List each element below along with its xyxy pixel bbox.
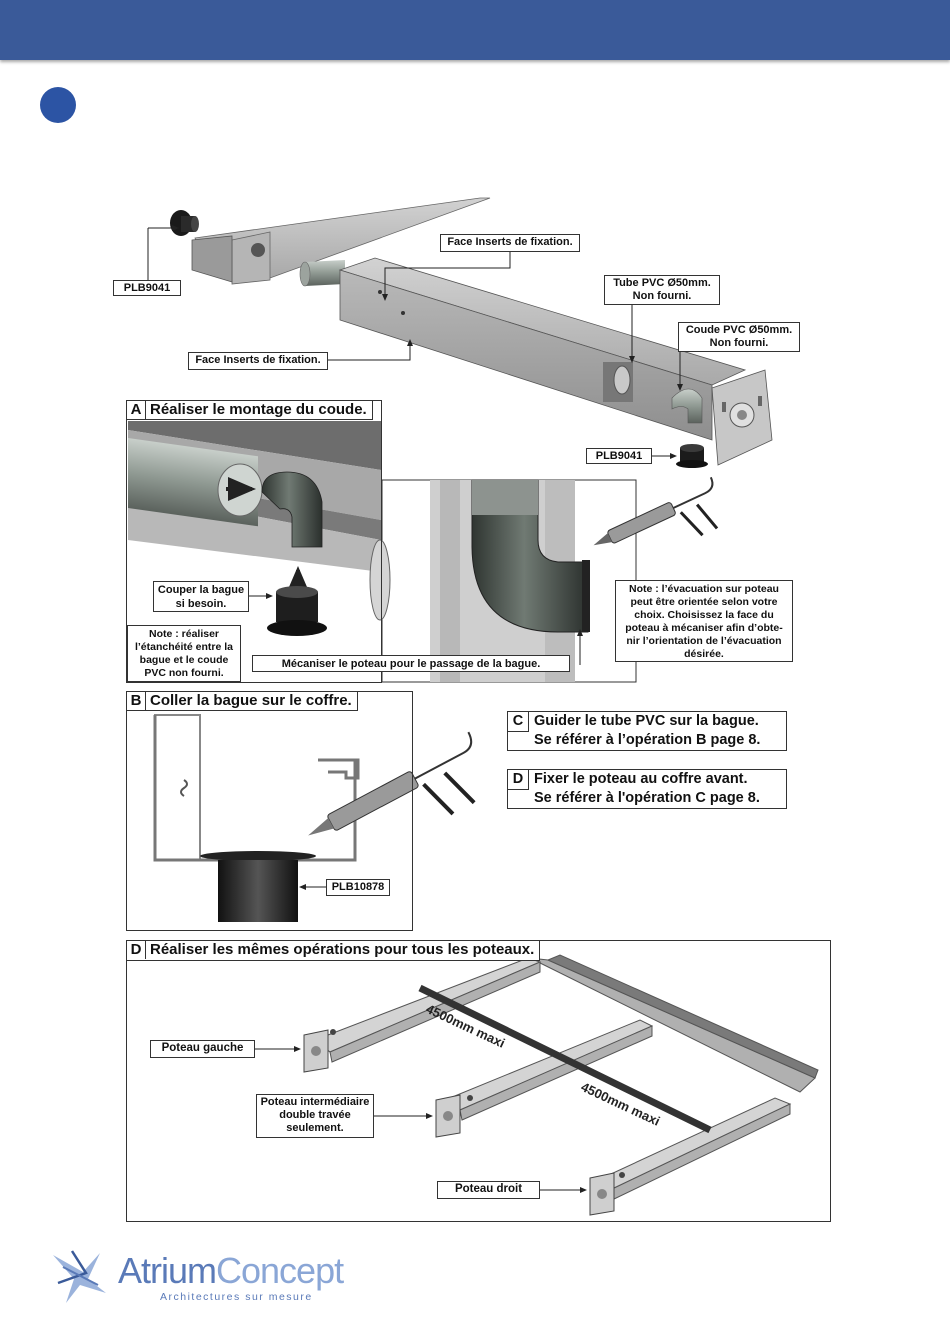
label-right-post: Poteau droit <box>437 1181 540 1199</box>
brand-name-part1: Atrium <box>118 1250 217 1291</box>
label-left-post: Poteau gauche <box>150 1040 255 1058</box>
label-middle-post: Poteau intermédiaire double travée seule… <box>256 1094 374 1138</box>
brand-tagline: Architectures sur mesure <box>160 1291 313 1303</box>
section-d-letter: D <box>127 941 146 959</box>
step-marker-dot <box>40 87 76 123</box>
label-plb10878: PLB10878 <box>326 879 390 896</box>
section-b-drawing <box>153 714 476 922</box>
section-c-reference: C Guider le tube PVC sur la bague. Se ré… <box>507 711 787 751</box>
cut-ring-note: Couper la bague si besoin. <box>153 581 249 612</box>
label-face-inserts-bottom: Face Inserts de fixation. <box>188 352 328 370</box>
label-coude-pvc: Coude PVC Ø50mm. Non fourni. <box>678 322 800 352</box>
section-d-title-text: Réaliser les mêmes opérations pour tous … <box>150 941 535 958</box>
machine-post-note: Mécaniser le poteau pour le passage de l… <box>252 655 570 672</box>
section-b-letter: B <box>127 692 146 710</box>
section-a-title-text: Réaliser le montage du coude. <box>150 401 367 418</box>
section-c-letter: C <box>508 712 529 732</box>
label-tube-pvc: Tube PVC Ø50mm. Non fourni. <box>604 275 720 305</box>
star-logo-icon <box>53 1250 106 1303</box>
section-d-ref-line2: Se référer à l'opération C page 8. <box>534 790 760 806</box>
brand-logo-text: AtriumConcept <box>118 1250 344 1292</box>
orientation-note: Note : l’évacuation sur poteau peut être… <box>615 580 793 662</box>
section-a-letter: A <box>127 401 146 419</box>
label-face-inserts-top: Face Inserts de fixation. <box>440 234 580 252</box>
section-d-ref-line1: Fixer le poteau au coffre avant. <box>534 771 748 787</box>
section-c-line2: Se référer à l’opération B page 8. <box>534 732 761 748</box>
section-d-panel <box>126 940 831 1222</box>
label-plb9041-left: PLB9041 <box>113 280 181 296</box>
section-d-drawing <box>255 954 819 1216</box>
header-bar <box>0 0 950 60</box>
section-d-ref-letter: D <box>508 770 529 790</box>
section-d-reference: D Fixer le poteau au coffre avant. Se ré… <box>507 769 787 809</box>
label-plb9041-right: PLB9041 <box>586 448 652 464</box>
section-c-line1: Guider le tube PVC sur la bague. <box>534 713 759 729</box>
brand-name-part2: Concept <box>216 1250 344 1291</box>
overview-drawing <box>147 197 773 468</box>
section-b-title-text: Coller la bague sur le coffre. <box>150 692 352 709</box>
sealing-note: Note : réaliser l’étanchéité entre la ba… <box>127 625 241 682</box>
